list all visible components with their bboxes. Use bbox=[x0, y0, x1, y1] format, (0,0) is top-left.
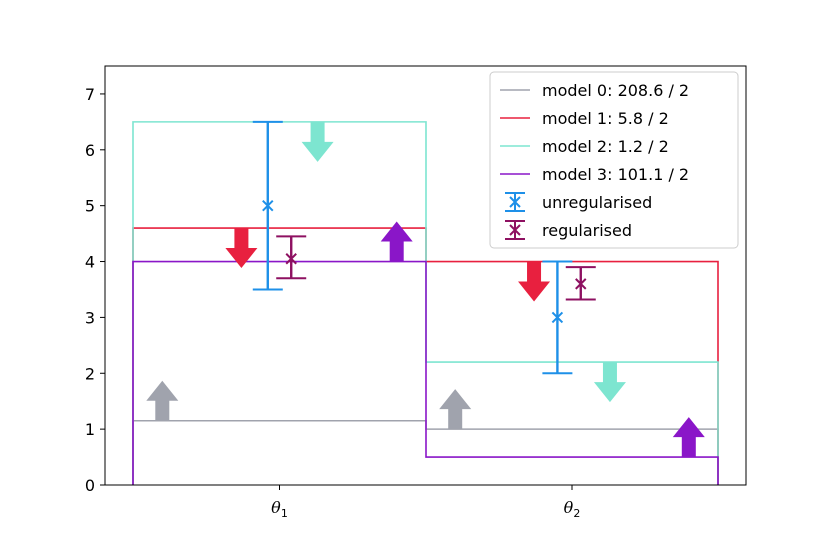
model-3-arrow-bin-0 bbox=[380, 221, 413, 262]
xtick-label-0: θ1 bbox=[271, 498, 288, 520]
ytick-label-2: 2 bbox=[85, 364, 95, 383]
xtick-label-1: θ2 bbox=[564, 498, 581, 520]
model-1-arrow-bin-0 bbox=[225, 228, 258, 269]
y-axis: 0 1 2 3 4 5 6 7 bbox=[85, 85, 105, 495]
ytick-label-1: 1 bbox=[85, 420, 95, 439]
model-2-arrow-bin-0 bbox=[301, 121, 334, 162]
legend-swatch-regularised-marker bbox=[509, 224, 521, 236]
legend-swatch-unregularised-marker bbox=[509, 196, 521, 208]
model-3-step bbox=[132, 260, 719, 485]
model-0-arrow-bin-1 bbox=[439, 389, 472, 430]
ytick-label-0: 0 bbox=[85, 476, 95, 495]
model-2-arrow-bin-1 bbox=[593, 362, 626, 403]
legend-label-model-1: model 1: 5.8 / 2 bbox=[542, 109, 669, 128]
regularised-marker-bin-1 bbox=[575, 278, 587, 290]
unregularised-marker-bin-0 bbox=[262, 199, 274, 212]
ytick-label-4: 4 bbox=[85, 253, 95, 272]
legend: model 0: 208.6 / 2 model 1: 5.8 / 2 model … bbox=[489, 71, 739, 249]
ytick-label-5: 5 bbox=[85, 197, 95, 216]
legend-label-model-3: model 3: 101.1 / 2 bbox=[542, 165, 689, 184]
model-1-arrow-bin-1 bbox=[518, 261, 551, 302]
legend-label-unregularised: unregularised bbox=[542, 193, 652, 212]
ytick-label-3: 3 bbox=[85, 308, 95, 327]
regularised-marker-bin-0 bbox=[285, 253, 297, 265]
model-2-step bbox=[132, 121, 719, 485]
unregularised-marker-bin-1 bbox=[551, 311, 564, 324]
legend-box bbox=[489, 71, 739, 249]
plot-content bbox=[132, 120, 719, 485]
model-0-arrow-bin-0 bbox=[146, 380, 179, 421]
ytick-label-7: 7 bbox=[85, 85, 95, 104]
legend-label-model-0: model 0: 208.6 / 2 bbox=[542, 81, 689, 100]
x-axis: θ1 θ2 bbox=[271, 485, 580, 520]
legend-label-model-2: model 2: 1.2 / 2 bbox=[542, 137, 669, 156]
axes-frame bbox=[104, 65, 747, 486]
ytick-label-6: 6 bbox=[85, 141, 95, 160]
legend-label-regularised: regularised bbox=[542, 221, 632, 240]
model-3-arrow-bin-1 bbox=[672, 417, 705, 458]
